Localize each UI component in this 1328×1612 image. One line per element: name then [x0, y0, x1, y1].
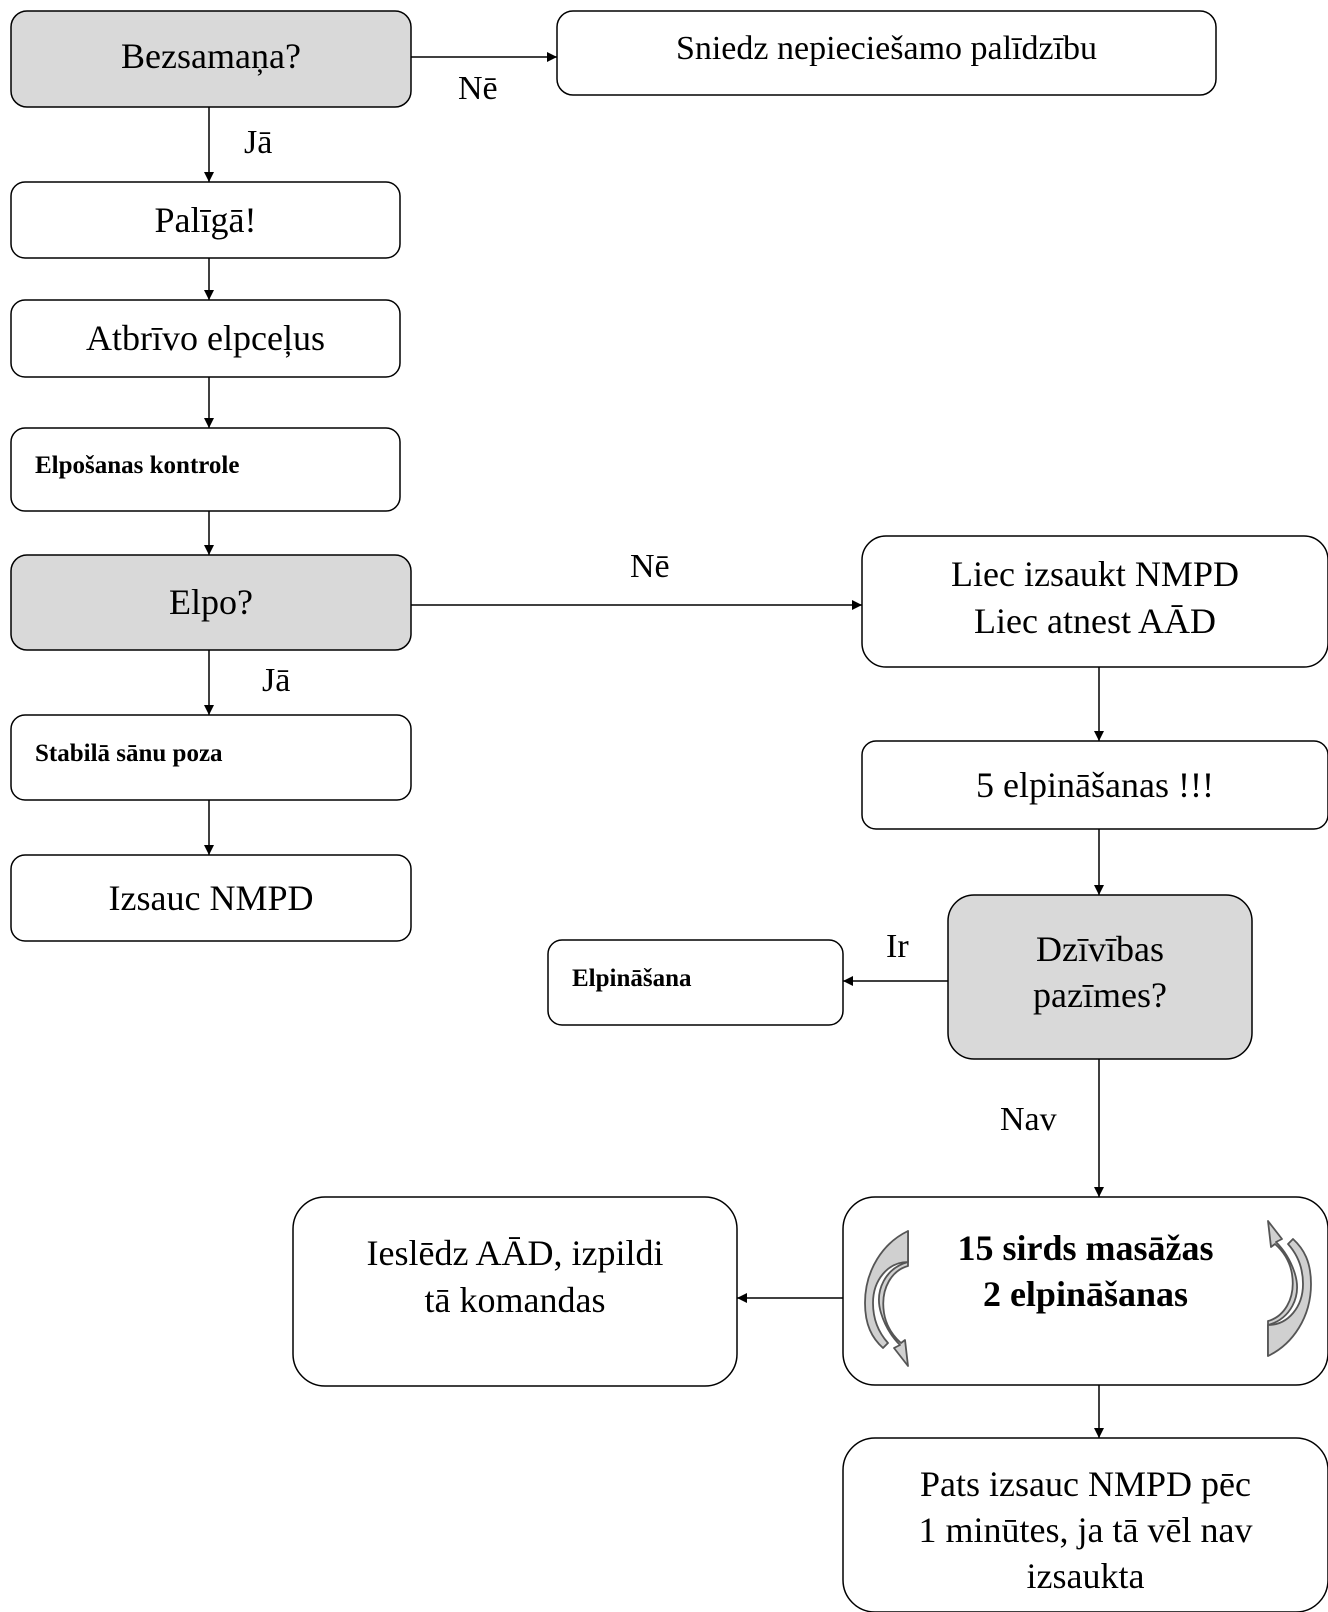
node-call-ems-left: Izsauc NMPD — [11, 855, 411, 941]
edge-label-breathing-no: Nē — [630, 548, 670, 585]
edge-label-signs-no: Nav — [1000, 1101, 1057, 1138]
node-shape-call-ems-aed — [861, 535, 1328, 668]
node-open-airway-label: Atbrīvo elpceļus — [86, 318, 325, 359]
cycle-arrow-left-icon — [864, 1230, 909, 1367]
node-rescue-breathing: Elpināšana — [548, 940, 843, 1025]
node-call-help-label: Palīgā! — [154, 199, 257, 240]
edge-label-signs-yes: Ir — [886, 928, 909, 965]
node-shape-breathing-check — [10, 427, 401, 512]
node-shape-signs — [947, 894, 1253, 1060]
node-shape-open-airway — [10, 299, 401, 378]
node-shape-cpr — [842, 1196, 1328, 1386]
edge-label-unconscious-no: Nē — [458, 70, 498, 107]
node-recovery-position-label: Stabilā sānu poza — [35, 739, 223, 767]
node-aed-on: Ieslēdz AĀD, izpildi tā komandas — [293, 1197, 737, 1386]
node-breathing-check-label: Elpošanas kontrole — [35, 451, 240, 479]
node-open-airway: Atbrīvo elpceļus — [11, 300, 400, 377]
node-call-ems-aed-line: Liec atnest AĀD — [974, 600, 1216, 641]
node-shape-give-help — [556, 10, 1217, 96]
node-shape-call-after — [842, 1437, 1328, 1612]
node-shape-call-ems-left — [10, 854, 412, 942]
node-cpr: 15 sirds masāžas 2 elpināšanas — [843, 1197, 1328, 1385]
node-rescue-breathing-label: Elpināšana — [572, 964, 692, 992]
node-call-after-line: izsaukta — [1026, 1556, 1145, 1597]
node-unconscious-label: Bezsamaņa? — [121, 35, 301, 76]
node-signs-of-life-line: Dzīvības — [1036, 928, 1164, 969]
node-cpr-line: 2 elpināšanas — [982, 1274, 1189, 1314]
node-five-breaths: 5 elpināšanas !!! — [862, 741, 1328, 829]
node-call-ems-aed-line: Liec izsaukt NMPD — [951, 554, 1239, 595]
node-shape-call-help — [10, 181, 401, 259]
node-shape-breathing — [10, 554, 412, 651]
node-shape-rescue-breathing — [547, 939, 844, 1026]
node-call-after-line: 1 minūtes, ja tā vēl nav — [918, 1509, 1253, 1550]
node-call-after: Pats izsauc NMPD pēc 1 minūtes, ja tā vē… — [843, 1438, 1328, 1612]
node-recovery-position: Stabilā sānu poza — [11, 715, 411, 800]
node-shape-five-breaths — [861, 740, 1328, 830]
edge-label-breathing-yes: Jā — [262, 662, 291, 699]
node-breathing-check: Elpošanas kontrole — [11, 428, 400, 511]
node-call-after-line: Pats izsauc NMPD pēc — [920, 1463, 1251, 1504]
node-give-help: Sniedz nepieciešamo palīdzību — [557, 11, 1216, 95]
node-shape-aed — [292, 1196, 738, 1387]
node-signs-of-life-line: pazīmes? — [1033, 975, 1167, 1015]
node-call-help: Palīgā! — [11, 182, 400, 258]
node-give-help-label: Sniedz nepieciešamo palīdzību — [675, 29, 1098, 67]
node-signs-of-life: Dzīvības pazīmes? — [948, 895, 1252, 1059]
node-aed-on-line: Ieslēdz AĀD, izpildi — [366, 1233, 664, 1274]
node-aed-on-line: tā komandas — [424, 1279, 606, 1320]
node-breathing: Elpo? — [11, 555, 411, 650]
node-call-ems-aed: Liec izsaukt NMPD Liec atnest AĀD — [862, 536, 1328, 667]
node-five-breaths-label: 5 elpināšanas !!! — [976, 764, 1214, 805]
node-cpr-line: 15 sirds masāžas — [957, 1227, 1214, 1268]
node-call-ems-left-label: Izsauc NMPD — [108, 877, 314, 918]
node-breathing-label: Elpo? — [169, 582, 253, 623]
node-unconscious: Bezsamaņa? — [11, 11, 411, 107]
edge-label-unconscious-yes: Jā — [244, 124, 273, 161]
node-shape-recovery — [10, 714, 412, 801]
node-shape-unconscious — [10, 10, 412, 108]
cycle-arrow-right-icon — [1267, 1220, 1312, 1357]
